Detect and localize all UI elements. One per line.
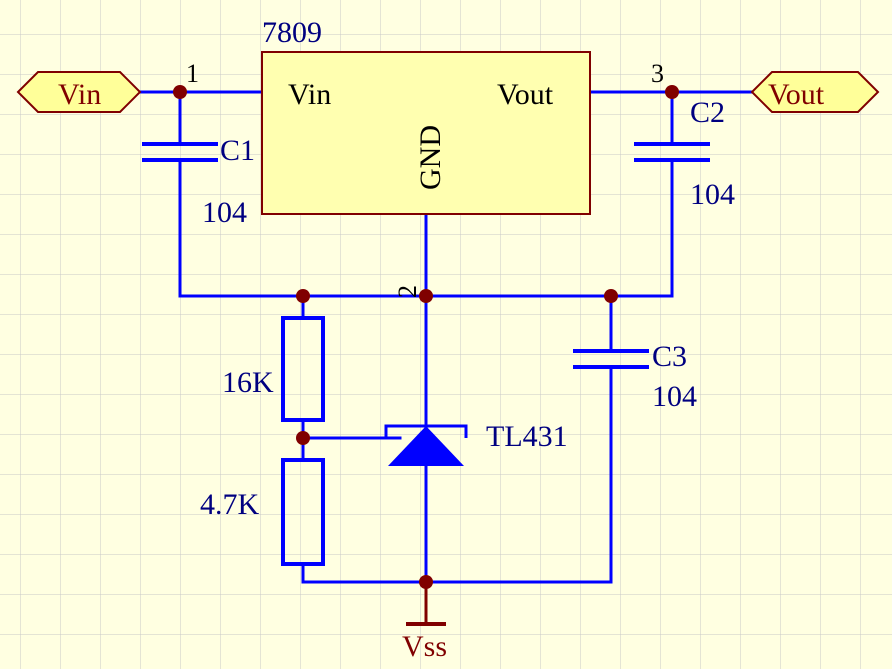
pin-number-3: 3 bbox=[651, 59, 664, 88]
capacitor-c3 bbox=[573, 349, 649, 369]
regulator-part-label: 7809 bbox=[262, 16, 322, 49]
capacitor-c1 bbox=[142, 142, 218, 162]
junction-vout bbox=[665, 85, 679, 99]
junction-r16k-top bbox=[296, 289, 310, 303]
port-vout-label: Vout bbox=[768, 78, 825, 111]
tl431-cathode-bar bbox=[384, 424, 468, 438]
capacitor-c2-name: C2 bbox=[690, 96, 725, 129]
resistor-4-7k bbox=[281, 458, 325, 566]
tl431-label: TL431 bbox=[486, 420, 568, 453]
shunt-regulator-tl431 bbox=[384, 424, 468, 466]
resistor-16k bbox=[281, 316, 325, 422]
capacitor-c1-name: C1 bbox=[220, 134, 255, 167]
resistor-16k-value: 16K bbox=[222, 366, 274, 399]
junction-gnd-pin bbox=[419, 289, 433, 303]
capacitor-c1-value: 104 bbox=[202, 196, 247, 229]
regulator-pin-in-label: Vin bbox=[288, 78, 331, 111]
junction-vin bbox=[173, 85, 187, 99]
tl431-triangle bbox=[388, 426, 464, 466]
junction-c3-top bbox=[604, 289, 618, 303]
junctions bbox=[173, 85, 679, 589]
regulator-body bbox=[261, 51, 591, 215]
capacitor-c2-value: 104 bbox=[690, 178, 735, 211]
resistor-4-7k-value: 4.7K bbox=[200, 488, 260, 521]
ground-label: Vss bbox=[402, 630, 447, 663]
capacitor-c3-value: 104 bbox=[652, 380, 697, 413]
regulator-pin-gnd-label: GND bbox=[414, 125, 447, 190]
pin-number-2: 2 bbox=[393, 285, 422, 298]
capacitor-c2 bbox=[634, 142, 710, 162]
port-vin bbox=[16, 71, 142, 113]
regulator-pin-out-label: Vout bbox=[497, 78, 554, 111]
capacitor-c3-name: C3 bbox=[652, 340, 687, 373]
junction-ground bbox=[419, 575, 433, 589]
junction-divider-mid bbox=[296, 431, 310, 445]
pin-number-1: 1 bbox=[186, 59, 199, 88]
port-vin-label: Vin bbox=[58, 78, 101, 111]
port-vout bbox=[750, 71, 880, 113]
